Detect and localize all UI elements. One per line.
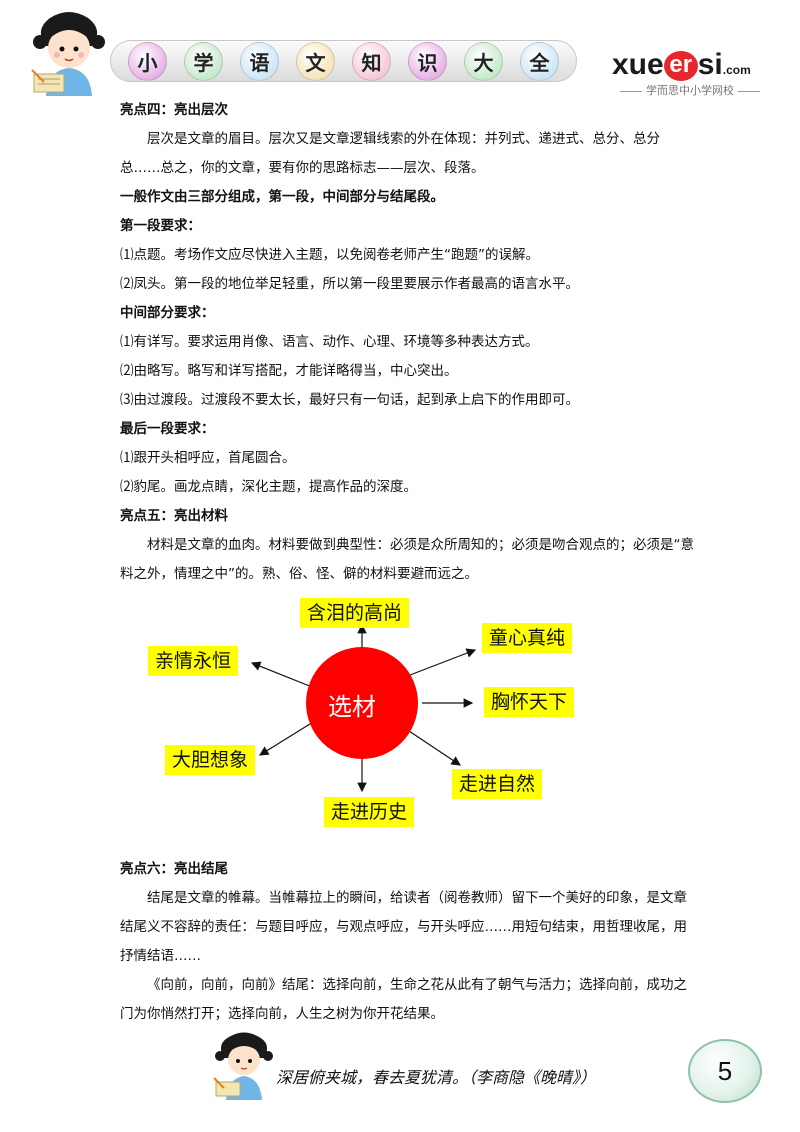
section-6-heading: 亮点六：亮出结尾 — [120, 861, 228, 877]
list-item: ⑶由过渡段。过渡段不要太长，最好只有一句话，起到承上启下的作用即可。 — [120, 392, 579, 408]
list-item: ⑵豹尾。画龙点睛，深化主题，提高作品的深度。 — [120, 479, 417, 495]
center-circle — [306, 647, 418, 759]
section-4-heading: 亮点四：亮出层次 — [120, 102, 228, 118]
footer-quote: 深居俯夹城，春去夏犹清。（李商隐《晚晴》） — [276, 1068, 597, 1087]
list-item: ⑵由略写。略写和详写搭配，才能详略得当，中心突出。 — [120, 363, 458, 379]
title-char-5: 知 — [352, 42, 391, 81]
section-6-example: 《向前，向前，向前》结尾：选择向前，生命之花从此有了朝气与活力；选择向前，成功之… — [120, 977, 687, 1022]
section-5-intro: 材料是文章的血肉。材料要做到典型性：必须是众所周知的；必须是吻合观点的；必须是“… — [120, 537, 694, 582]
last-paragraph-heading: 最后一段要求： — [120, 421, 215, 437]
list-item: ⑴点题。考场作文应尽快进入主题，以免阅卷老师产生“跑题”的误解。 — [120, 247, 539, 263]
list-item: ⑴跟开头相呼应，首尾圆合。 — [120, 450, 296, 466]
section-4-summary: 一般作文由三部分组成，第一段，中间部分与结尾段。 — [120, 189, 444, 205]
section-5-heading: 亮点五：亮出材料 — [120, 508, 228, 524]
node-bottom: 走进历史 — [324, 797, 415, 827]
girl-reading-footer-illustration — [213, 1032, 273, 1100]
list-item: ⑴有详写。要求运用肖像、语言、动作、心理、环境等多种表达方式。 — [120, 334, 539, 350]
title-char-3: 语 — [240, 42, 279, 81]
node-top-left: 亲情永恒 — [148, 646, 239, 676]
section-4-5: 亮点四：亮出层次 层次是文章的眉目。层次又是文章逻辑线索的外在体现：并列式、递进… — [120, 96, 695, 589]
node-top-right: 童心真纯 — [482, 623, 573, 653]
section-6-intro: 结尾是文章的帷幕。当帷幕拉上的瞬间，给读者（阅卷教师）留下一个美好的印象，是文章… — [120, 890, 687, 964]
material-selection-diagram: 选材 含泪的高尚 童心真纯 胸怀天下 走进自然 走进历史 大胆想象 亲情永恒 — [140, 595, 590, 830]
arrow-bottom-left — [258, 718, 319, 756]
section-6: 亮点六：亮出结尾 结尾是文章的帷幕。当帷幕拉上的瞬间，给读者（阅卷教师）留下一个… — [120, 855, 695, 1029]
title-char-6: 识 — [408, 42, 447, 81]
title-char-8: 全 — [520, 42, 559, 81]
girl-reading-illustration — [31, 12, 105, 96]
page-number: 5 — [688, 1039, 762, 1103]
arrow-top-right — [409, 648, 477, 676]
list-item: ⑵凤头。第一段的地位举足轻重，所以第一段里要展示作者最高的语言水平。 — [120, 276, 579, 292]
title-char-4: 文 — [296, 42, 335, 81]
section-4-intro: 层次是文章的眉目。层次又是文章逻辑线索的外在体现：并列式、递进式、总分、总分总…… — [120, 131, 660, 176]
title-char-1: 小 — [128, 42, 167, 81]
center-label: 选材 — [328, 693, 376, 721]
title-char-2: 学 — [184, 42, 223, 81]
node-bottom-right: 走进自然 — [452, 769, 543, 799]
diagram-arrows — [250, 623, 477, 793]
middle-part-heading: 中间部分要求： — [120, 305, 215, 321]
title-char-7: 大 — [464, 42, 503, 81]
arrow-bottom-right — [405, 728, 461, 766]
title-banner — [110, 40, 577, 82]
node-top: 含泪的高尚 — [300, 598, 410, 628]
node-bottom-left: 大胆想象 — [165, 745, 256, 775]
first-paragraph-heading: 第一段要求： — [120, 218, 201, 234]
arrow-top-left — [250, 661, 313, 688]
logo-subtitle: 学而思中小学网校 — [600, 82, 780, 98]
node-right: 胸怀天下 — [484, 687, 575, 717]
